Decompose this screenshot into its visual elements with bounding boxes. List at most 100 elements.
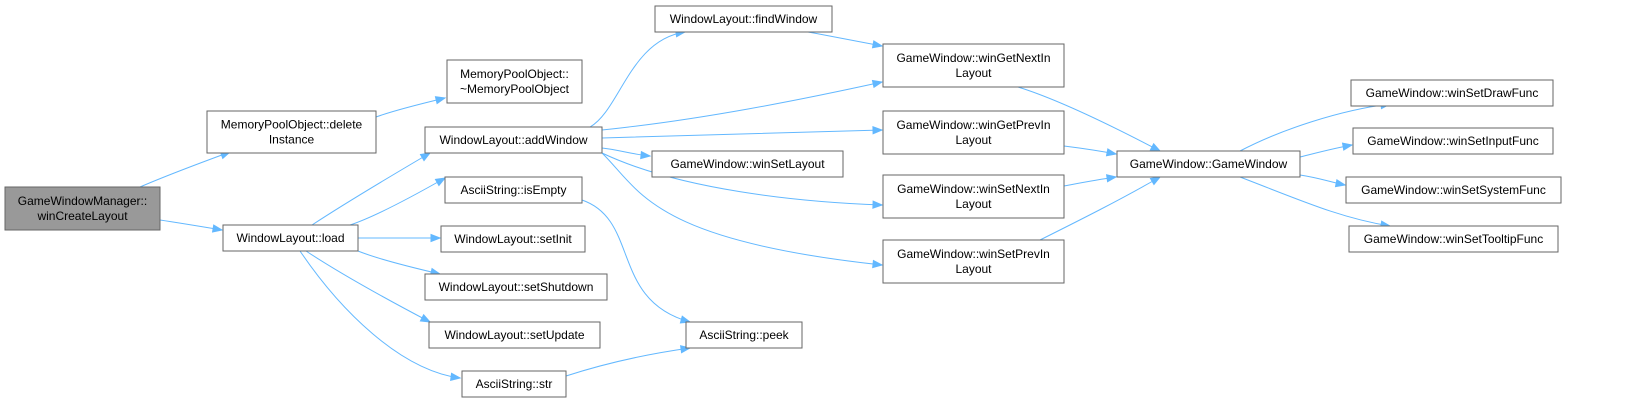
edge-mpo-delete-to-mpo-dtor (375, 96, 447, 118)
node-box[interactable] (206, 110, 377, 154)
edge-gw-ctor-to-gw-systemfunc (1299, 174, 1347, 188)
node-gw-inputfunc[interactable]: GameWindow::winSetInputFunc (1352, 127, 1554, 155)
node-box[interactable] (882, 43, 1065, 88)
node-wl-setinit[interactable]: WindowLayout::setInit (440, 225, 586, 253)
node-label: Layout (955, 262, 992, 276)
node-label: MemoryPoolObject::delete (221, 118, 363, 132)
node-label: GameWindow::winSetDrawFunc (1366, 86, 1539, 100)
node-label: WindowLayout::findWindow (670, 12, 818, 26)
node-gw-setlayout[interactable]: GameWindow::winSetLayout (651, 150, 844, 178)
node-box[interactable] (424, 273, 608, 301)
edge-wl-load-to-wl-setinit (357, 233, 442, 243)
node-label: AsciiString::peek (699, 328, 789, 342)
edge-wl-load-to-as-str (299, 250, 462, 381)
edge-gw-setprev-to-gw-ctor (1039, 176, 1162, 241)
node-label: GameWindow::winGetPrevIn (896, 118, 1050, 132)
edge-root-to-mpo-delete (139, 151, 232, 188)
node-wl-addwindow[interactable]: WindowLayout::addWindow (424, 126, 603, 154)
node-gw-drawfunc[interactable]: GameWindow::winSetDrawFunc (1350, 79, 1554, 107)
node-box[interactable] (1352, 127, 1554, 155)
edge-gw-getprev-to-gw-ctor (1063, 145, 1118, 157)
edge-root-to-wl-load (159, 219, 224, 233)
node-wl-setupdate[interactable]: WindowLayout::setUpdate (428, 321, 601, 349)
node-wl-load[interactable]: WindowLayout::load (222, 224, 359, 252)
edge-as-str-to-as-peek (565, 345, 692, 377)
node-box[interactable] (440, 225, 586, 253)
node-label: Layout (955, 133, 992, 147)
node-label: AsciiString::isEmpty (460, 183, 566, 197)
node-box[interactable] (654, 5, 833, 33)
node-mpo-dtor[interactable]: MemoryPoolObject::~MemoryPoolObject (446, 59, 583, 104)
node-label: GameWindowManager:: (18, 194, 147, 208)
node-label: GameWindow::winSetPrevIn (897, 247, 1050, 261)
node-box[interactable] (444, 176, 583, 204)
edge-wl-addwindow-to-wl-findwindow (589, 29, 687, 128)
node-box[interactable] (882, 110, 1065, 155)
node-box[interactable] (1348, 225, 1559, 253)
node-box[interactable] (428, 321, 601, 349)
node-as-peek[interactable]: AsciiString::peek (685, 321, 803, 349)
node-box[interactable] (685, 321, 803, 349)
nodes-layer: GameWindowManager::winCreateLayout Memory… (4, 5, 1562, 398)
node-label: Layout (955, 66, 992, 80)
node-label: AsciiString::str (476, 377, 553, 391)
node-label: WindowLayout::setInit (454, 232, 572, 246)
edge-wl-findwindow-to-gw-getnext (807, 31, 884, 49)
edge-gw-getnext-to-gw-ctor (1017, 86, 1162, 152)
node-label: GameWindow::GameWindow (1130, 157, 1288, 171)
edge-wl-addwindow-to-gw-setprev (601, 152, 884, 269)
node-box[interactable] (424, 126, 603, 154)
node-wl-setshutdown[interactable]: WindowLayout::setShutdown (424, 273, 608, 301)
node-gw-ctor[interactable]: GameWindow::GameWindow (1116, 150, 1301, 178)
edge-wl-addwindow-to-gw-setnext (601, 152, 884, 209)
node-box[interactable] (222, 224, 359, 252)
node-label: GameWindow::winSetTooltipFunc (1364, 232, 1543, 246)
edge-wl-load-to-wl-setshutdown (357, 250, 442, 276)
node-label: WindowLayout::load (236, 231, 344, 245)
node-label: GameWindow::winSetLayout (670, 157, 825, 171)
node-label: GameWindow::winGetNextIn (896, 51, 1050, 65)
node-label: Instance (269, 133, 315, 147)
node-label: WindowLayout::setShutdown (439, 280, 594, 294)
edge-gw-ctor-to-gw-inputfunc (1299, 142, 1354, 158)
node-label: WindowLayout::addWindow (439, 133, 587, 147)
edge-wl-addwindow-to-gw-setlayout (601, 147, 652, 160)
edge-gw-setnext-to-gw-ctor (1063, 174, 1118, 187)
edge-wl-load-to-wl-addwindow (311, 152, 432, 226)
node-box[interactable] (1345, 176, 1562, 204)
node-label: GameWindow::winSetNextIn (897, 182, 1050, 196)
edge-wl-addwindow-to-gw-getnext (601, 79, 884, 131)
node-gw-systemfunc[interactable]: GameWindow::winSetSystemFunc (1345, 176, 1562, 204)
node-label: winCreateLayout (36, 209, 128, 223)
edge-wl-load-to-as-isempty (349, 177, 447, 226)
node-label: ~MemoryPoolObject (460, 82, 570, 96)
node-label: Layout (955, 197, 992, 211)
node-box[interactable] (446, 59, 583, 104)
node-box[interactable] (461, 370, 567, 398)
node-box[interactable] (1350, 79, 1554, 107)
node-label: MemoryPoolObject:: (460, 67, 569, 81)
edge-as-isempty-to-as-peek (581, 199, 692, 324)
node-label: GameWindow::winSetSystemFunc (1361, 183, 1546, 197)
node-wl-findwindow[interactable]: WindowLayout::findWindow (654, 5, 833, 33)
node-box[interactable] (1116, 150, 1301, 178)
node-box[interactable] (882, 174, 1065, 219)
node-root[interactable]: GameWindowManager::winCreateLayout (4, 186, 161, 231)
node-as-isempty[interactable]: AsciiString::isEmpty (444, 176, 583, 204)
node-as-str[interactable]: AsciiString::str (461, 370, 567, 398)
edge-wl-addwindow-to-gw-getprev (601, 126, 884, 139)
node-label: WindowLayout::setUpdate (444, 328, 584, 342)
node-box[interactable] (4, 186, 161, 231)
edges-layer (139, 29, 1392, 381)
node-box[interactable] (882, 239, 1065, 284)
node-label: GameWindow::winSetInputFunc (1367, 134, 1538, 148)
node-box[interactable] (651, 150, 844, 178)
edge-wl-load-to-wl-setupdate (305, 250, 432, 323)
node-gw-tooltipfunc[interactable]: GameWindow::winSetTooltipFunc (1348, 225, 1559, 253)
